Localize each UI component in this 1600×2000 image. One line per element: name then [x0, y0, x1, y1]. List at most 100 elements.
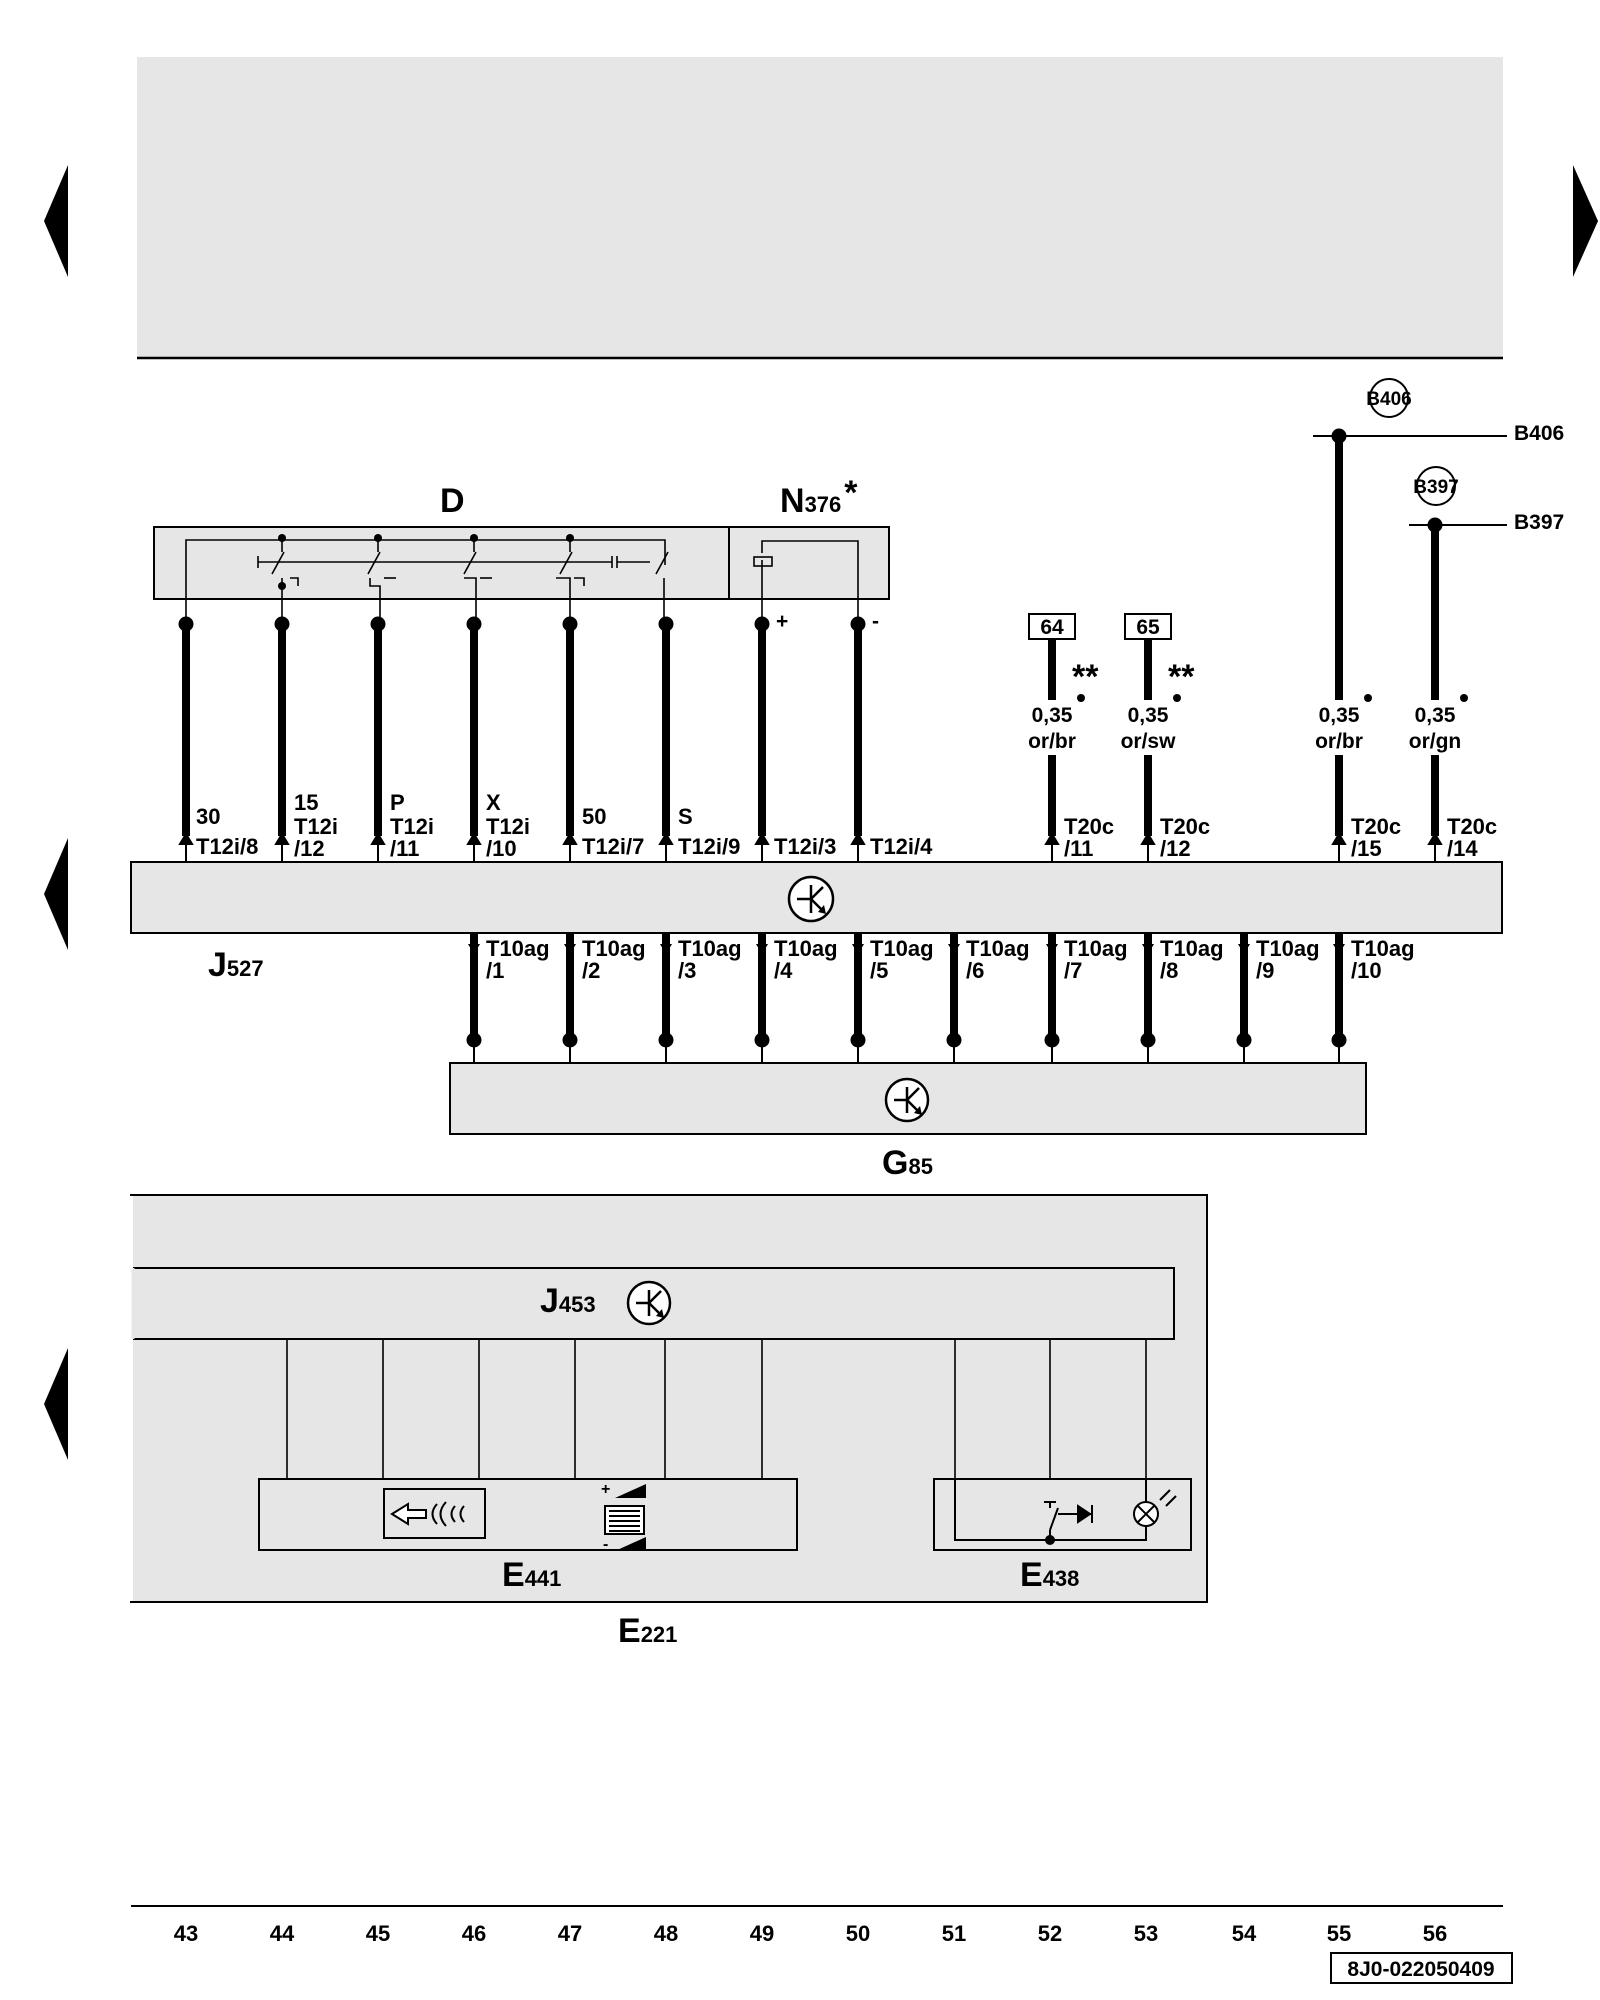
wire-size-3: 0,35	[1319, 704, 1360, 727]
wire-ref-64-box	[1028, 613, 1076, 640]
lower-pin-7-b: /7	[1064, 958, 1082, 983]
ignition-switch-d	[153, 526, 890, 620]
pin-bot-2: /12	[294, 836, 325, 861]
e221-left-cut	[128, 1196, 133, 1601]
wire-color-2: or/sw	[1121, 730, 1177, 753]
control-unit-icon	[626, 1280, 672, 1326]
ground-point-b406-circle-label: B406	[1366, 389, 1411, 410]
diagram-code-box	[1330, 1952, 1513, 1984]
pin-mid-12: T20c	[1447, 814, 1497, 839]
relay-n376	[753, 540, 859, 620]
internal-wiring	[286, 1339, 1147, 1479]
lower-pin-4-a: T10ag	[774, 936, 838, 961]
header-panel	[137, 57, 1503, 358]
junction-dot	[1045, 1535, 1055, 1545]
column-54: 54	[1232, 1921, 1257, 1946]
wire-ref-65-box	[1124, 613, 1172, 640]
wire-color-4: or/gn	[1409, 730, 1462, 753]
lower-pin-2-a: T10ag	[582, 936, 646, 961]
nav-arrow-right-top[interactable]	[1573, 165, 1598, 277]
pin-bot-1: T12i/8	[196, 834, 258, 859]
column-55: 55	[1327, 1921, 1351, 1946]
lower-pin-1-a: T10ag	[486, 936, 550, 961]
pin-bot-3: /11	[390, 836, 419, 861]
ignition-switch-label: D	[440, 482, 465, 520]
lower-pin-6-b: /6	[966, 958, 984, 983]
lower-pin-3-a: T10ag	[678, 936, 742, 961]
diagram-code: 8J0-022050409	[1347, 1958, 1494, 1981]
pin-top-2: 15	[294, 790, 318, 815]
pin-mid-11: T20c	[1351, 814, 1401, 839]
pin-bot-7: T12i/3	[774, 834, 836, 859]
wire-size-4: 0,35	[1415, 704, 1456, 727]
lower-pin-6-a: T10ag	[966, 936, 1030, 961]
pin-bot-12: /14	[1447, 836, 1478, 861]
lower-pin-arrows	[468, 944, 1345, 954]
lower-pin-8-a: T10ag	[1160, 936, 1224, 961]
pin-bot-9: /11	[1064, 836, 1093, 861]
pin-bot-4: /10	[486, 836, 517, 861]
pin-bot-10: /12	[1160, 836, 1191, 861]
wire-mark-2: **	[1168, 658, 1195, 696]
nav-arrow-left-middle[interactable]	[44, 838, 68, 950]
relay-label: N376*	[780, 474, 858, 520]
pin-bot-6: T12i/9	[678, 834, 740, 859]
lower-pin-7-a: T10ag	[1064, 936, 1128, 961]
lower-pin-2-b: /2	[582, 958, 600, 983]
module-j527-label: J527	[208, 946, 264, 984]
column-43: 43	[174, 1921, 198, 1946]
column-50: 50	[846, 1921, 870, 1946]
switch-e438-label: E438	[1020, 1556, 1079, 1594]
upper-wires	[178, 428, 1443, 836]
column-49: 49	[750, 1921, 774, 1946]
wire-mark-1: **	[1072, 658, 1099, 696]
control-unit-icon	[787, 875, 835, 923]
lower-pin-9-a: T10ag	[1256, 936, 1320, 961]
upper-pin-labels: 30 T12i/8 15 T12i /12 P T12i /11 X T12i …	[196, 790, 1497, 861]
lower-pin-labels: T10ag /1 T10ag /2 T10ag /3 T10ag /4 T10a…	[486, 936, 1415, 983]
column-56: 56	[1423, 1921, 1447, 1946]
wire-color-1: or/br	[1028, 730, 1076, 753]
column-52: 52	[1038, 1921, 1062, 1946]
nav-arrow-left-top[interactable]	[44, 165, 68, 277]
column-53: 53	[1134, 1921, 1158, 1946]
ground-point-b406-circle	[1369, 378, 1409, 418]
lower-pin-9-b: /9	[1256, 958, 1274, 983]
pin-top-3: P	[390, 790, 405, 815]
lower-pin-10-b: /10	[1351, 958, 1382, 983]
pin-mid-9: T20c	[1064, 814, 1114, 839]
unit-e221-label: E221	[618, 1612, 677, 1650]
column-51: 51	[942, 1921, 966, 1946]
pin-mid-4: T12i	[486, 814, 530, 839]
ground-line-b406-label: B406	[1514, 422, 1564, 445]
column-44: 44	[270, 1921, 295, 1946]
pin-bot-8: T12i/4	[870, 834, 933, 859]
lower-pin-8-b: /8	[1160, 958, 1178, 983]
pin-top-1: 30	[196, 804, 220, 829]
speed-adjust-icon: + -	[601, 1481, 646, 1553]
switch-e441	[258, 1478, 798, 1551]
nav-arrow-left-bottom[interactable]	[44, 1348, 68, 1460]
svg-text:-: -	[603, 1536, 608, 1553]
pin-top-6: S	[678, 804, 693, 829]
cruise-control-icon	[383, 1488, 486, 1539]
wire-size-1: 0,35	[1032, 704, 1073, 727]
pin-top-5: 50	[582, 804, 606, 829]
lower-pin-4-b: /4	[774, 958, 793, 983]
control-unit-icon	[884, 1077, 930, 1123]
column-45: 45	[366, 1921, 390, 1946]
wire-color-3: or/br	[1315, 730, 1363, 753]
wire-size-2: 0,35	[1128, 704, 1169, 727]
switch-e441-label: E441	[502, 1556, 561, 1594]
column-48: 48	[654, 1921, 678, 1946]
pin-bot-5: T12i/7	[582, 834, 644, 859]
lower-pin-3-b: /3	[678, 958, 696, 983]
module-g85-label: G85	[882, 1144, 933, 1182]
pin-mid-3: T12i	[390, 814, 434, 839]
lower-pin-5-a: T10ag	[870, 936, 934, 961]
column-46: 46	[462, 1921, 486, 1946]
column-numbers: 43 44 45 46 47 48 49 50 51 52 53 54 55 5…	[174, 1921, 1447, 1946]
pin-top-4: X	[486, 790, 501, 815]
pin-mid-2: T12i	[294, 814, 338, 839]
ground-line-b397-label: B397	[1514, 511, 1564, 534]
